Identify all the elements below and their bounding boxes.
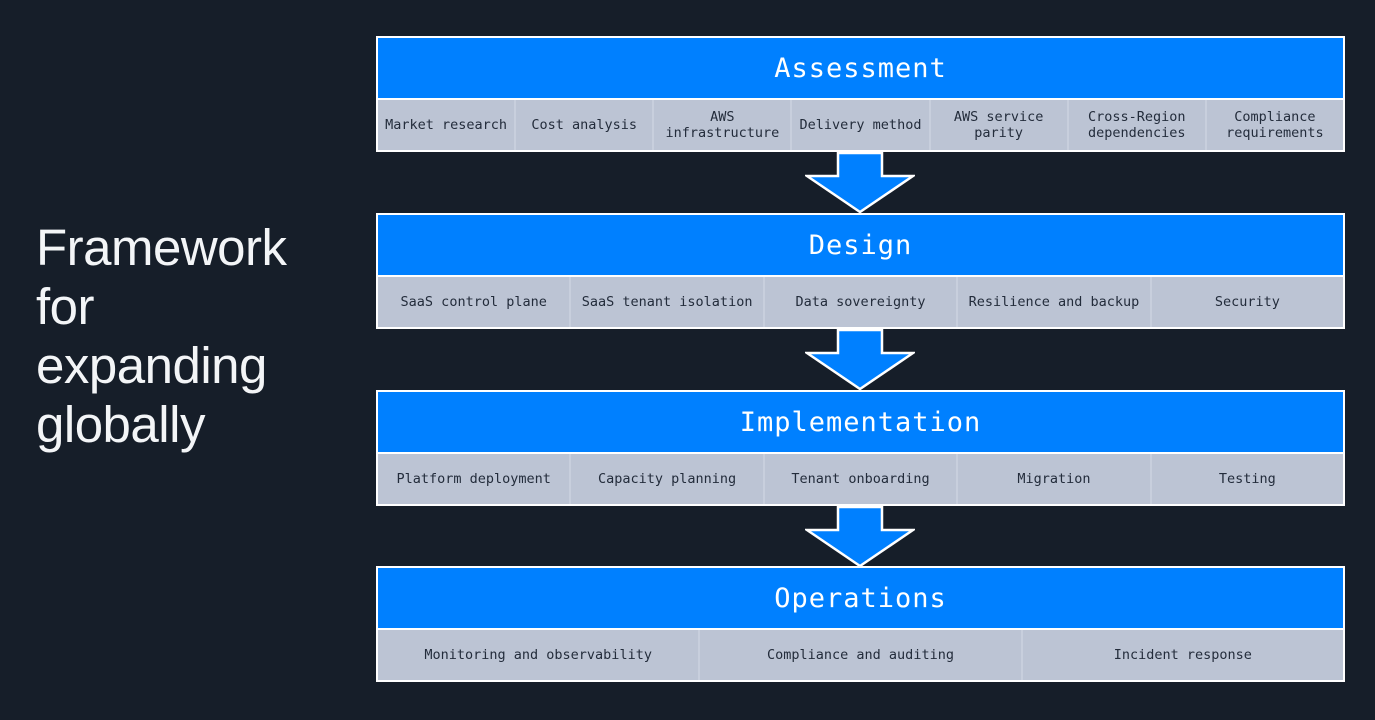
stage-implementation[interactable]: Implementation Platform deployment Capac…: [376, 390, 1345, 506]
subcell-aws-service-parity[interactable]: AWS service parity: [931, 100, 1069, 150]
stage-design[interactable]: Design SaaS control plane SaaS tenant is…: [376, 213, 1345, 329]
subcell-tenant-onboarding[interactable]: Tenant onboarding: [765, 454, 959, 504]
page-title: Framework for expanding globally: [36, 219, 287, 453]
subcell-incident-response[interactable]: Incident response: [1113, 647, 1252, 663]
stage-design-items: SaaS control plane SaaS tenant isolation…: [378, 275, 1343, 327]
subcell-monitoring-and-observability[interactable]: Monitoring and observability: [378, 630, 701, 680]
stage-assessment-title: Assessment: [378, 38, 1343, 98]
subcell-saas-tenant-isolation[interactable]: SaaS tenant isolation: [571, 277, 765, 327]
subcell-resilience-and-backup[interactable]: Resilience and backup: [958, 277, 1152, 327]
subcell-data-sovereignty[interactable]: Data sovereignty: [765, 277, 959, 327]
subcell-platform-deployment[interactable]: Platform deployment: [378, 454, 572, 504]
subcell-saas-control-plane[interactable]: SaaS control plane: [378, 277, 572, 327]
framework-flow-diagram: Assessment Market research Cost analysis…: [376, 0, 1345, 720]
down-arrow-icon-3: [805, 506, 915, 568]
stage-operations-title: Operations: [378, 568, 1343, 628]
stage-implementation-title: Implementation: [378, 392, 1343, 452]
subcell-capacity-planning[interactable]: Capacity planning: [571, 454, 765, 504]
down-arrow-icon-1: [805, 152, 915, 214]
stage-operations-items: Monitoring and observability Compliance …: [378, 628, 1343, 680]
subcell-migration[interactable]: Migration: [958, 454, 1152, 504]
subcell-compliance-requirements[interactable]: Compliance requirements: [1226, 109, 1324, 141]
stage-operations[interactable]: Operations Monitoring and observability …: [376, 566, 1345, 682]
subcell-aws-infrastructure[interactable]: AWS infrastructure: [654, 100, 793, 150]
stage-assessment[interactable]: Assessment Market research Cost analysis…: [376, 36, 1345, 152]
subcell-testing[interactable]: Testing: [1218, 471, 1276, 487]
subcell-cross-region-dependencies[interactable]: Cross-Region dependencies: [1069, 100, 1207, 150]
subcell-security[interactable]: Security: [1214, 294, 1280, 310]
stage-assessment-items: Market research Cost analysis AWS infras…: [378, 98, 1343, 150]
stage-implementation-items: Platform deployment Capacity planning Te…: [378, 452, 1343, 504]
subcell-compliance-and-auditing[interactable]: Compliance and auditing: [700, 630, 1023, 680]
subcell-market-research[interactable]: Market research: [378, 100, 517, 150]
down-arrow-icon-2: [805, 329, 915, 391]
subcell-cost-analysis[interactable]: Cost analysis: [516, 100, 655, 150]
stage-design-title: Design: [378, 215, 1343, 275]
subcell-delivery-method[interactable]: Delivery method: [792, 100, 931, 150]
